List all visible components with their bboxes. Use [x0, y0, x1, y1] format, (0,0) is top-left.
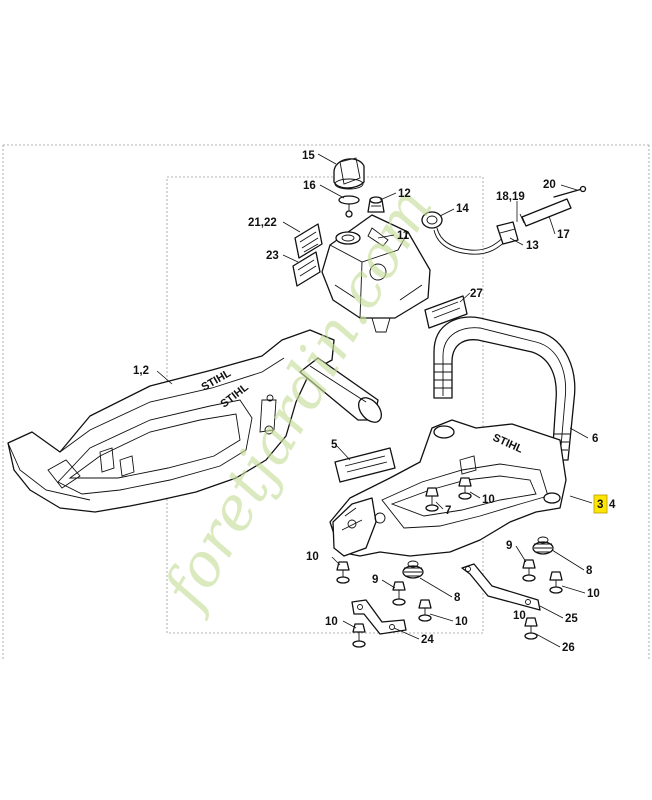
callout-24: 24 — [421, 634, 434, 646]
callout-23: 23 — [266, 250, 279, 262]
callout-13: 13 — [526, 240, 539, 252]
label-sticker-27 — [424, 295, 468, 329]
callout-11: 11 — [397, 230, 410, 242]
screw-10-right — [549, 571, 563, 594]
tank-cap — [333, 157, 365, 190]
screw-9-mid — [392, 581, 406, 606]
screw-10-bottom — [352, 623, 366, 648]
fuel-grommet — [496, 221, 519, 245]
bracket-24 — [351, 599, 407, 635]
callout-4: 4 — [609, 499, 616, 511]
callout-12: 12 — [398, 188, 411, 200]
callout-18-19: 18,19 — [496, 191, 525, 203]
outer-frame — [2, 144, 650, 660]
screw-10-mid — [418, 599, 432, 622]
callout-10-top: 10 — [482, 494, 495, 506]
callouts: 15 16 12 11 21,22 23 14 18,19 20 17 13 2… — [133, 150, 616, 654]
callout-25: 25 — [565, 613, 578, 625]
callout-7: 7 — [445, 505, 451, 517]
purge-bulb — [421, 211, 508, 255]
callout-21-22: 21,22 — [248, 217, 277, 229]
callout-20: 20 — [543, 179, 556, 191]
rod — [553, 185, 587, 198]
callout-8-mid: 8 — [454, 592, 461, 604]
cap-retainer — [338, 195, 360, 218]
label-sticker-23 — [292, 251, 321, 287]
callout-5: 5 — [331, 439, 338, 451]
bracket-25 — [461, 563, 541, 611]
screw-26 — [524, 617, 538, 640]
callout-10-right: 10 — [587, 588, 600, 600]
callout-3: 3 — [597, 499, 603, 511]
annular-buffer-mid — [402, 560, 424, 579]
callout-6: 6 — [592, 433, 598, 445]
leader-lines — [156, 153, 593, 648]
callout-17: 17 — [557, 229, 570, 241]
screw-10-top — [458, 477, 472, 500]
screw-7 — [425, 487, 439, 512]
rear-handle-housing — [7, 329, 335, 513]
callout-9-right: 9 — [506, 540, 512, 552]
screw-10-left — [336, 561, 350, 584]
callout-14: 14 — [456, 203, 469, 215]
annular-buffer-right — [532, 536, 554, 555]
callout-27: 27 — [470, 288, 483, 300]
callout-10-mid: 10 — [455, 616, 468, 628]
loop-handle — [433, 316, 576, 461]
fuel-hose — [519, 198, 572, 227]
highlight-3 — [593, 494, 608, 514]
callout-8-right: 8 — [586, 565, 593, 577]
callout-15: 15 — [302, 150, 315, 162]
callout-10-left: 10 — [306, 551, 319, 563]
screw-9-right — [522, 559, 536, 582]
fuel-filter — [367, 196, 385, 213]
callout-1-2: 1,2 — [133, 365, 149, 377]
callout-10-bottom: 10 — [325, 616, 338, 628]
callout-10-lower: 10 — [513, 610, 526, 622]
callout-26: 26 — [562, 642, 575, 654]
label-sticker-21-22 — [294, 223, 323, 259]
handle-tube — [299, 357, 382, 423]
callout-16: 16 — [303, 180, 316, 192]
fuel-tank — [321, 214, 431, 333]
label-sticker-5 — [334, 447, 396, 483]
callout-9-mid: 9 — [372, 574, 378, 586]
front-housing — [329, 419, 567, 557]
